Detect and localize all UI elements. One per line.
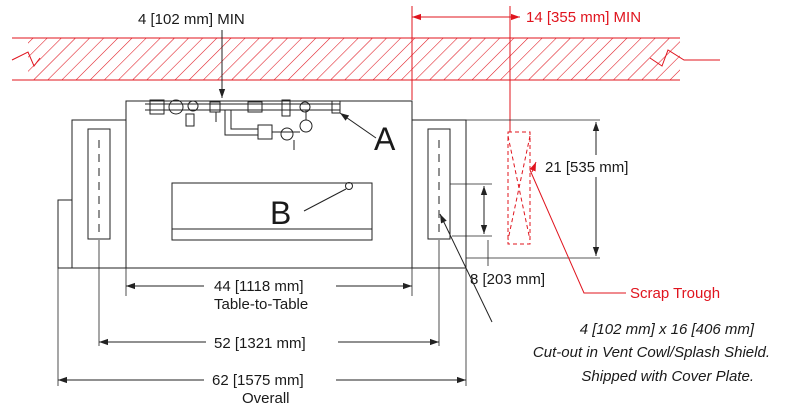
callout-a: A bbox=[339, 112, 396, 157]
overall-caption: Overall bbox=[242, 390, 290, 407]
callout-a-label: A bbox=[374, 121, 396, 157]
cutout-spacing-dimension: 52 [1321 mm] bbox=[99, 335, 439, 352]
cutout-note-line-3: Shipped with Cover Plate. bbox=[581, 368, 754, 385]
plumbing-assembly bbox=[145, 99, 341, 150]
scrap-trough-label: Scrap Trough bbox=[630, 285, 720, 302]
overall-value: 62 [1575 mm] bbox=[212, 372, 304, 389]
side-clearance-label: 14 [355 mm] MIN bbox=[526, 9, 641, 26]
cutout-spacing-value: 52 [1321 mm] bbox=[214, 335, 306, 352]
left-cutout bbox=[87, 128, 111, 240]
scrap-trough-callout: Scrap Trough bbox=[529, 161, 720, 302]
cutout-note: 4 [102 mm] x 16 [406 mm] Cut-out in Vent… bbox=[533, 321, 770, 385]
cutout-note-line-2: Cut-out in Vent Cowl/Splash Shield. bbox=[533, 344, 770, 361]
table-to-table-dimension: 44 [1118 mm] Table-to-Table bbox=[126, 278, 412, 313]
callout-b: B bbox=[270, 182, 353, 231]
cutout-note-line-1: 4 [102 mm] x 16 [406 mm] bbox=[580, 321, 755, 338]
side-clearance-dimension: 14 [355 mm] MIN bbox=[411, 6, 641, 132]
extension-lines bbox=[57, 240, 467, 386]
cutout-note-leader bbox=[439, 213, 493, 323]
inner-pan bbox=[171, 182, 373, 241]
depth-dimension: 21 [535 mm] bbox=[540, 122, 660, 256]
depth-label: 21 [535 mm] bbox=[545, 159, 628, 176]
min-wall-clearance-label: 4 [102 mm] MIN bbox=[138, 11, 245, 28]
min-wall-clearance-dimension: 4 [102 mm] MIN bbox=[138, 11, 245, 98]
scrap-trough-outline bbox=[507, 131, 531, 245]
overall-dimension: 62 [1575 mm] Overall bbox=[58, 372, 466, 407]
right-cutout bbox=[427, 128, 451, 240]
callout-b-label: B bbox=[270, 195, 291, 231]
cutout-offset-label: 8 [203 mm] bbox=[470, 271, 545, 288]
wall-section bbox=[11, 37, 720, 81]
cutout-offset-dimension: 8 [203 mm] bbox=[450, 183, 545, 288]
table-to-table-caption: Table-to-Table bbox=[214, 296, 308, 313]
table-to-table-value: 44 [1118 mm] bbox=[214, 278, 304, 295]
